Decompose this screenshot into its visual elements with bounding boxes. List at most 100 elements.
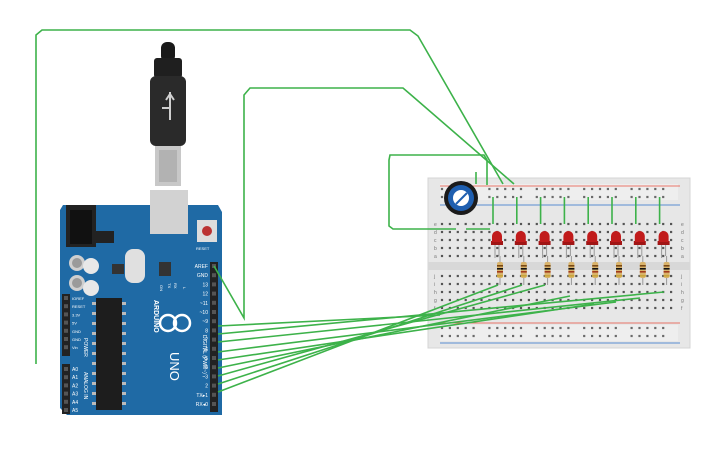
potentiometer[interactable]	[444, 181, 478, 215]
rail-hole[interactable]	[567, 187, 570, 191]
terminal-hole[interactable]	[614, 290, 617, 294]
rail-hole[interactable]	[559, 187, 562, 191]
terminal-hole[interactable]	[622, 254, 625, 258]
terminal-hole[interactable]	[575, 290, 578, 294]
terminal-hole[interactable]	[591, 306, 594, 310]
terminal-hole[interactable]	[622, 238, 625, 242]
terminal-hole[interactable]	[646, 290, 649, 294]
terminal-hole[interactable]	[480, 230, 483, 234]
terminal-hole[interactable]	[496, 290, 499, 294]
terminal-hole[interactable]	[464, 254, 467, 258]
terminal-hole[interactable]	[488, 238, 491, 242]
terminal-hole[interactable]	[448, 274, 451, 278]
terminal-hole[interactable]	[472, 222, 475, 226]
terminal-hole[interactable]	[527, 254, 530, 258]
terminal-hole[interactable]	[456, 230, 459, 234]
terminal-hole[interactable]	[535, 290, 538, 294]
rail-hole[interactable]	[496, 326, 499, 330]
terminal-hole[interactable]	[464, 290, 467, 294]
rail-hole[interactable]	[606, 326, 609, 330]
terminal-hole[interactable]	[480, 282, 483, 286]
terminal-hole[interactable]	[591, 282, 594, 286]
rail-hole[interactable]	[638, 195, 641, 199]
rail-hole[interactable]	[519, 334, 523, 338]
rail-hole[interactable]	[567, 195, 570, 199]
digital-pin-hole[interactable]	[212, 300, 216, 305]
rail-hole[interactable]	[630, 326, 633, 330]
rail-hole[interactable]	[614, 326, 617, 330]
terminal-hole[interactable]	[622, 246, 625, 250]
rail-hole[interactable]	[512, 326, 515, 330]
rail-hole[interactable]	[646, 326, 649, 330]
resistor[interactable]	[639, 256, 646, 285]
terminal-hole[interactable]	[464, 274, 467, 278]
terminal-hole[interactable]	[496, 282, 499, 286]
terminal-hole[interactable]	[598, 306, 602, 310]
rail-hole[interactable]	[551, 326, 554, 330]
terminal-hole[interactable]	[504, 222, 507, 226]
terminal-hole[interactable]	[638, 290, 641, 294]
terminal-hole[interactable]	[543, 290, 546, 294]
rail-hole[interactable]	[488, 195, 491, 199]
terminal-hole[interactable]	[448, 298, 451, 302]
terminal-hole[interactable]	[606, 222, 609, 226]
terminal-hole[interactable]	[512, 290, 515, 294]
led[interactable]	[610, 231, 622, 258]
led[interactable]	[538, 231, 551, 258]
terminal-hole[interactable]	[638, 246, 641, 250]
rail-hole[interactable]	[654, 334, 657, 338]
rail-hole[interactable]	[567, 334, 570, 338]
rail-hole[interactable]	[472, 326, 475, 330]
rail-hole[interactable]	[504, 326, 507, 330]
rail-hole[interactable]	[591, 187, 594, 191]
terminal-hole[interactable]	[456, 246, 459, 250]
terminal-hole[interactable]	[654, 254, 657, 258]
rail-hole[interactable]	[591, 326, 594, 330]
terminal-hole[interactable]	[662, 282, 665, 286]
rail-hole[interactable]	[488, 326, 491, 330]
terminal-hole[interactable]	[654, 222, 657, 226]
rail-hole[interactable]	[646, 195, 649, 199]
terminal-hole[interactable]	[527, 274, 530, 278]
terminal-hole[interactable]	[630, 274, 633, 278]
terminal-hole[interactable]	[456, 282, 459, 286]
rail-hole[interactable]	[551, 187, 554, 191]
terminal-hole[interactable]	[614, 254, 617, 258]
terminal-hole[interactable]	[598, 290, 602, 294]
rail-hole[interactable]	[512, 195, 515, 199]
terminal-hole[interactable]	[575, 274, 578, 278]
terminal-hole[interactable]	[646, 222, 649, 226]
rail-hole[interactable]	[638, 326, 641, 330]
terminal-hole[interactable]	[646, 282, 649, 286]
rail-hole[interactable]	[583, 187, 586, 191]
terminal-hole[interactable]	[567, 246, 570, 250]
terminal-hole[interactable]	[504, 274, 507, 278]
resistor[interactable]	[663, 256, 670, 285]
terminal-hole[interactable]	[440, 254, 444, 258]
terminal-hole[interactable]	[606, 298, 609, 302]
rail-hole[interactable]	[591, 334, 594, 338]
rail-hole[interactable]	[598, 195, 602, 199]
terminal-hole[interactable]	[464, 246, 467, 250]
rail-hole[interactable]	[535, 326, 538, 330]
rail-hole[interactable]	[583, 334, 586, 338]
terminal-hole[interactable]	[488, 254, 491, 258]
terminal-hole[interactable]	[630, 246, 633, 250]
rail-hole[interactable]	[662, 334, 665, 338]
rail-hole[interactable]	[512, 334, 515, 338]
rail-hole[interactable]	[440, 334, 444, 338]
terminal-hole[interactable]	[670, 298, 673, 302]
terminal-hole[interactable]	[440, 230, 444, 234]
terminal-hole[interactable]	[440, 222, 444, 226]
led[interactable]	[657, 231, 670, 258]
terminal-hole[interactable]	[535, 246, 538, 250]
terminal-hole[interactable]	[519, 282, 523, 286]
terminal-hole[interactable]	[654, 274, 657, 278]
terminal-hole[interactable]	[638, 222, 641, 226]
rail-hole[interactable]	[598, 326, 602, 330]
rail-hole[interactable]	[559, 195, 562, 199]
terminal-hole[interactable]	[591, 246, 594, 250]
digital-pin-hole[interactable]	[212, 392, 216, 397]
terminal-hole[interactable]	[559, 254, 562, 258]
digital-pin-hole[interactable]	[212, 337, 216, 342]
